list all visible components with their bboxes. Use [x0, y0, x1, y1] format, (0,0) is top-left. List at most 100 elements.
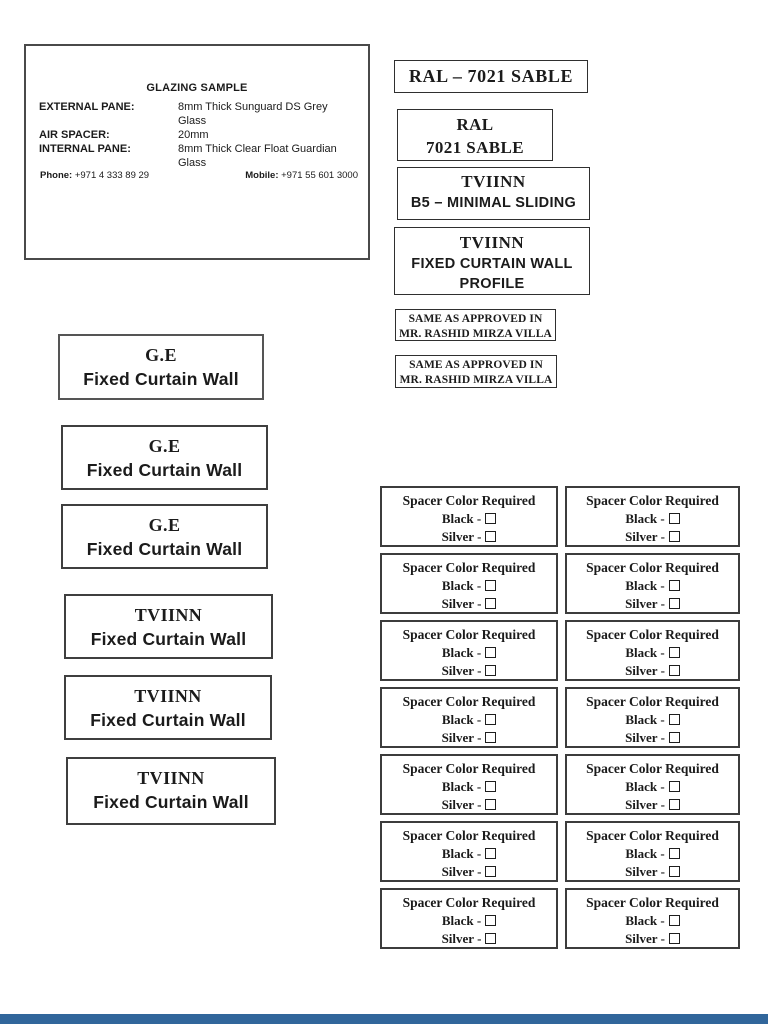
fixed-curtain-wall-label: Fixed Curtain Wall — [93, 792, 249, 812]
spacer-box-title: Spacer Color Required — [402, 828, 536, 843]
spacer-color-box: Spacer Color Required Black - Silver - — [565, 821, 740, 882]
black-option-row: Black - — [382, 778, 556, 796]
tviinn-curtain-wall-profile-tag: TVIINN FIXED CURTAIN WALL PROFILE — [394, 227, 590, 295]
spacer-box-title: Spacer Color Required — [402, 895, 536, 910]
black-option-checkbox[interactable] — [668, 580, 680, 591]
black-option-label: Black - — [441, 712, 482, 727]
spacer-box-title: Spacer Color Required — [586, 761, 719, 776]
black-option-row: Black - — [382, 577, 556, 595]
silver-option-row: Silver - — [382, 528, 556, 546]
spec-label: EXTERNAL PANE: — [39, 101, 135, 113]
spec-row-internal-pane: INTERNAL PANE: 8mm Thick Clear Float Gua… — [39, 142, 368, 170]
spacer-box-title: Spacer Color Required — [402, 493, 536, 508]
silver-option-label: Silver - — [441, 596, 482, 611]
spacer-color-box: Spacer Color Required Black - Silver - — [565, 486, 740, 547]
black-option-label: Black - — [441, 578, 482, 593]
black-option-label: Black - — [625, 913, 665, 928]
spacer-box-title: Spacer Color Required — [586, 828, 719, 843]
glazing-specs: EXTERNAL PANE: 8mm Thick Sunguard DS Gre… — [26, 100, 368, 170]
ral-line2: 7021 SABLE — [426, 138, 524, 157]
black-option-checkbox[interactable] — [668, 915, 680, 926]
silver-option-checkbox[interactable] — [485, 933, 497, 944]
spec-label: INTERNAL PANE: — [39, 143, 131, 155]
spacer-color-box: Spacer Color Required Black - Silver - — [565, 888, 740, 949]
silver-option-checkbox[interactable] — [668, 933, 680, 944]
silver-option-checkbox[interactable] — [485, 866, 497, 877]
spacer-color-box: Spacer Color Required Black - Silver - — [380, 553, 558, 614]
spacer-box-title: Spacer Color Required — [586, 694, 719, 709]
phone-label: Phone: — [40, 170, 73, 181]
silver-option-checkbox[interactable] — [485, 598, 497, 609]
silver-option-row: Silver - — [567, 528, 738, 546]
silver-option-label: Silver - — [625, 864, 665, 879]
spec-value: 8mm Thick Clear Float Guardian Glass — [178, 143, 337, 169]
silver-option-checkbox[interactable] — [485, 665, 497, 676]
black-option-checkbox[interactable] — [668, 848, 680, 859]
curtain-wall-label: FIXED CURTAIN WALL — [411, 256, 573, 272]
silver-option-label: Silver - — [625, 663, 665, 678]
silver-option-checkbox[interactable] — [668, 866, 680, 877]
spacer-box-title: Spacer Color Required — [402, 560, 536, 575]
black-option-label: Black - — [625, 511, 665, 526]
fixed-curtain-wall-label: Fixed Curtain Wall — [86, 539, 243, 559]
ge-fixed-curtain-wall-box-2: G.E Fixed Curtain Wall — [61, 425, 268, 490]
ge-brand: G.E — [148, 436, 181, 456]
silver-option-checkbox[interactable] — [485, 799, 497, 810]
black-option-checkbox[interactable] — [485, 580, 497, 591]
spacer-box-title: Spacer Color Required — [402, 627, 536, 642]
spacer-color-box: Spacer Color Required Black - Silver - — [380, 687, 558, 748]
black-option-label: Black - — [441, 913, 482, 928]
silver-option-row: Silver - — [382, 930, 556, 948]
silver-option-row: Silver - — [382, 796, 556, 814]
black-option-checkbox[interactable] — [668, 513, 680, 524]
spacer-color-box: Spacer Color Required Black - Silver - — [565, 754, 740, 815]
black-option-label: Black - — [441, 846, 482, 861]
black-option-checkbox[interactable] — [485, 647, 497, 658]
silver-option-checkbox[interactable] — [668, 665, 680, 676]
silver-option-row: Silver - — [567, 729, 738, 747]
mobile-contact: Mobile: +971 55 601 3000 — [245, 170, 358, 181]
ge-brand: G.E — [148, 515, 181, 535]
silver-option-checkbox[interactable] — [668, 732, 680, 743]
spacer-color-box: Spacer Color Required Black - Silver - — [380, 486, 558, 547]
silver-option-label: Silver - — [441, 797, 482, 812]
ral-tag-text: RAL – 7021 SABLE — [408, 66, 574, 86]
black-option-label: Black - — [625, 779, 665, 794]
black-option-checkbox[interactable] — [485, 513, 497, 524]
silver-option-checkbox[interactable] — [668, 598, 680, 609]
black-option-row: Black - — [382, 510, 556, 528]
silver-option-checkbox[interactable] — [485, 531, 497, 542]
black-option-row: Black - — [567, 510, 738, 528]
tviinn-sliding-label: B5 – MINIMAL SLIDING — [410, 195, 577, 211]
black-option-row: Black - — [567, 711, 738, 729]
black-option-checkbox[interactable] — [485, 915, 497, 926]
approved-note-2: SAME AS APPROVED IN MR. RASHID MIRZA VIL… — [395, 355, 557, 388]
spec-value: 8mm Thick Sunguard DS Grey Glass — [178, 101, 328, 127]
black-option-checkbox[interactable] — [668, 714, 680, 725]
ge-brand: G.E — [145, 345, 177, 365]
fixed-curtain-wall-label: Fixed Curtain Wall — [86, 460, 243, 480]
spacer-color-box: Spacer Color Required Black - Silver - — [380, 620, 558, 681]
glazing-contacts: Phone: +971 4 333 89 29 Mobile: +971 55 … — [40, 170, 358, 181]
silver-option-label: Silver - — [625, 596, 665, 611]
silver-option-row: Silver - — [382, 729, 556, 747]
mobile-value: +971 55 601 3000 — [278, 170, 358, 181]
spacer-box-title: Spacer Color Required — [402, 761, 536, 776]
silver-option-checkbox[interactable] — [668, 799, 680, 810]
black-option-checkbox[interactable] — [668, 647, 680, 658]
black-option-checkbox[interactable] — [668, 781, 680, 792]
black-option-checkbox[interactable] — [485, 714, 497, 725]
silver-option-row: Silver - — [567, 595, 738, 613]
approved-line2: MR. RASHID MIRZA VILLA — [399, 327, 552, 340]
phone-value: +971 4 333 89 29 — [72, 170, 150, 181]
ge-fixed-curtain-wall-box-1: G.E Fixed Curtain Wall — [58, 334, 264, 400]
silver-option-checkbox[interactable] — [485, 732, 497, 743]
black-option-checkbox[interactable] — [485, 848, 497, 859]
black-option-row: Black - — [382, 644, 556, 662]
black-option-checkbox[interactable] — [485, 781, 497, 792]
fixed-curtain-wall-label: Fixed Curtain Wall — [90, 710, 246, 730]
silver-option-label: Silver - — [441, 529, 482, 544]
silver-option-checkbox[interactable] — [668, 531, 680, 542]
tviinn-brand: TVIINN — [134, 605, 203, 625]
ral-7021-sable-tag: RAL – 7021 SABLE — [394, 60, 588, 93]
